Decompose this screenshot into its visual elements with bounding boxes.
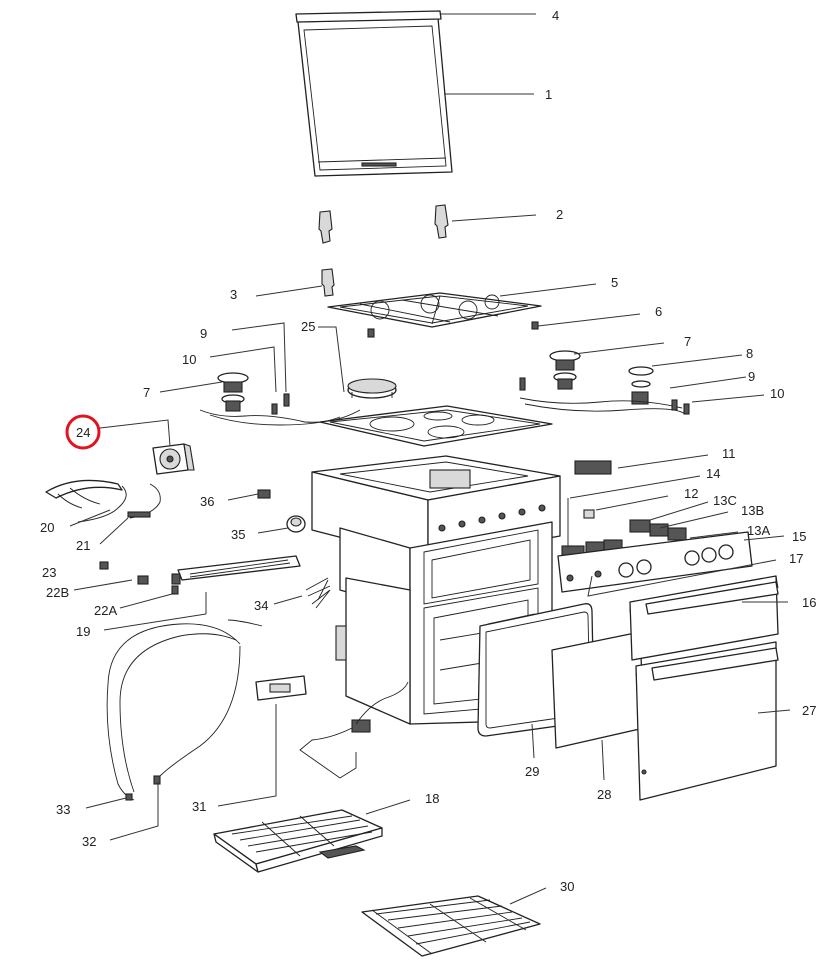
callout-12: 12 bbox=[684, 486, 698, 501]
part-wiring-top bbox=[199, 377, 690, 426]
callout-23: 23 bbox=[42, 565, 56, 580]
callout-22B: 22B bbox=[46, 585, 69, 600]
highlight-circle bbox=[65, 414, 101, 450]
callout-18: 18 bbox=[425, 791, 439, 806]
part-oven-shelf bbox=[361, 895, 541, 957]
part-grill-element bbox=[99, 555, 301, 595]
callout-17: 17 bbox=[789, 551, 803, 566]
callout-30: 30 bbox=[560, 879, 574, 894]
callout-7a: 7 bbox=[143, 385, 150, 400]
callout-32: 32 bbox=[82, 834, 96, 849]
part-lid bbox=[295, 10, 453, 177]
callout-16: 16 bbox=[802, 595, 816, 610]
callout-1: 1 bbox=[545, 87, 552, 102]
part-small-fittings bbox=[257, 489, 306, 533]
callout-3: 3 bbox=[230, 287, 237, 302]
callout-19: 19 bbox=[76, 624, 90, 639]
callout-10a: 10 bbox=[182, 352, 196, 367]
callout-4: 4 bbox=[552, 8, 559, 23]
callout-13C: 13C bbox=[713, 493, 737, 508]
callout-28: 28 bbox=[597, 787, 611, 802]
callout-11: 11 bbox=[722, 446, 736, 461]
callout-22A: 22A bbox=[94, 603, 117, 618]
callout-14: 14 bbox=[706, 466, 720, 481]
part-long-wires bbox=[106, 619, 263, 801]
callout-24: 24 bbox=[76, 425, 90, 440]
callout-20: 20 bbox=[40, 520, 54, 535]
part-hob-tray bbox=[319, 405, 553, 447]
callout-9a: 9 bbox=[200, 326, 207, 341]
callout-8: 8 bbox=[746, 346, 753, 361]
callout-27: 27 bbox=[802, 703, 816, 718]
part-bottom-door bbox=[635, 641, 779, 801]
part-hotplate bbox=[347, 378, 397, 399]
callout-36: 36 bbox=[200, 494, 214, 509]
part-burners bbox=[217, 350, 654, 412]
callout-labels: 4 1 2 3 5 6 9 25 10 7 7 8 9 10 24 11 14 … bbox=[40, 8, 816, 894]
callout-25: 25 bbox=[301, 319, 315, 334]
part-fixings bbox=[305, 577, 331, 609]
callout-34: 34 bbox=[254, 598, 268, 613]
callout-15: 15 bbox=[792, 529, 806, 544]
leader-lines bbox=[69, 13, 791, 905]
callout-31: 31 bbox=[192, 799, 206, 814]
part-harness bbox=[45, 479, 161, 523]
callout-9b: 9 bbox=[748, 369, 755, 384]
callout-29: 29 bbox=[525, 764, 539, 779]
part-inner-glass bbox=[551, 631, 645, 749]
callout-10b: 10 bbox=[770, 386, 784, 401]
callout-7b: 7 bbox=[684, 334, 691, 349]
callout-21: 21 bbox=[76, 538, 90, 553]
part-control-block bbox=[561, 460, 687, 559]
callout-35: 35 bbox=[231, 527, 245, 542]
callout-33: 33 bbox=[56, 802, 70, 817]
part-hinges bbox=[318, 204, 449, 297]
callout-13A: 13A bbox=[747, 523, 770, 538]
callout-13B: 13B bbox=[741, 503, 764, 518]
part-top-door bbox=[629, 575, 779, 661]
callout-5: 5 bbox=[611, 275, 618, 290]
part-thermostat bbox=[255, 675, 409, 779]
part-pan-support bbox=[327, 292, 542, 338]
part-grill-pan bbox=[213, 809, 383, 873]
callout-6: 6 bbox=[655, 304, 662, 319]
part-fascia bbox=[557, 531, 753, 593]
part-cooling-fan bbox=[152, 443, 195, 475]
callout-2: 2 bbox=[556, 207, 563, 222]
